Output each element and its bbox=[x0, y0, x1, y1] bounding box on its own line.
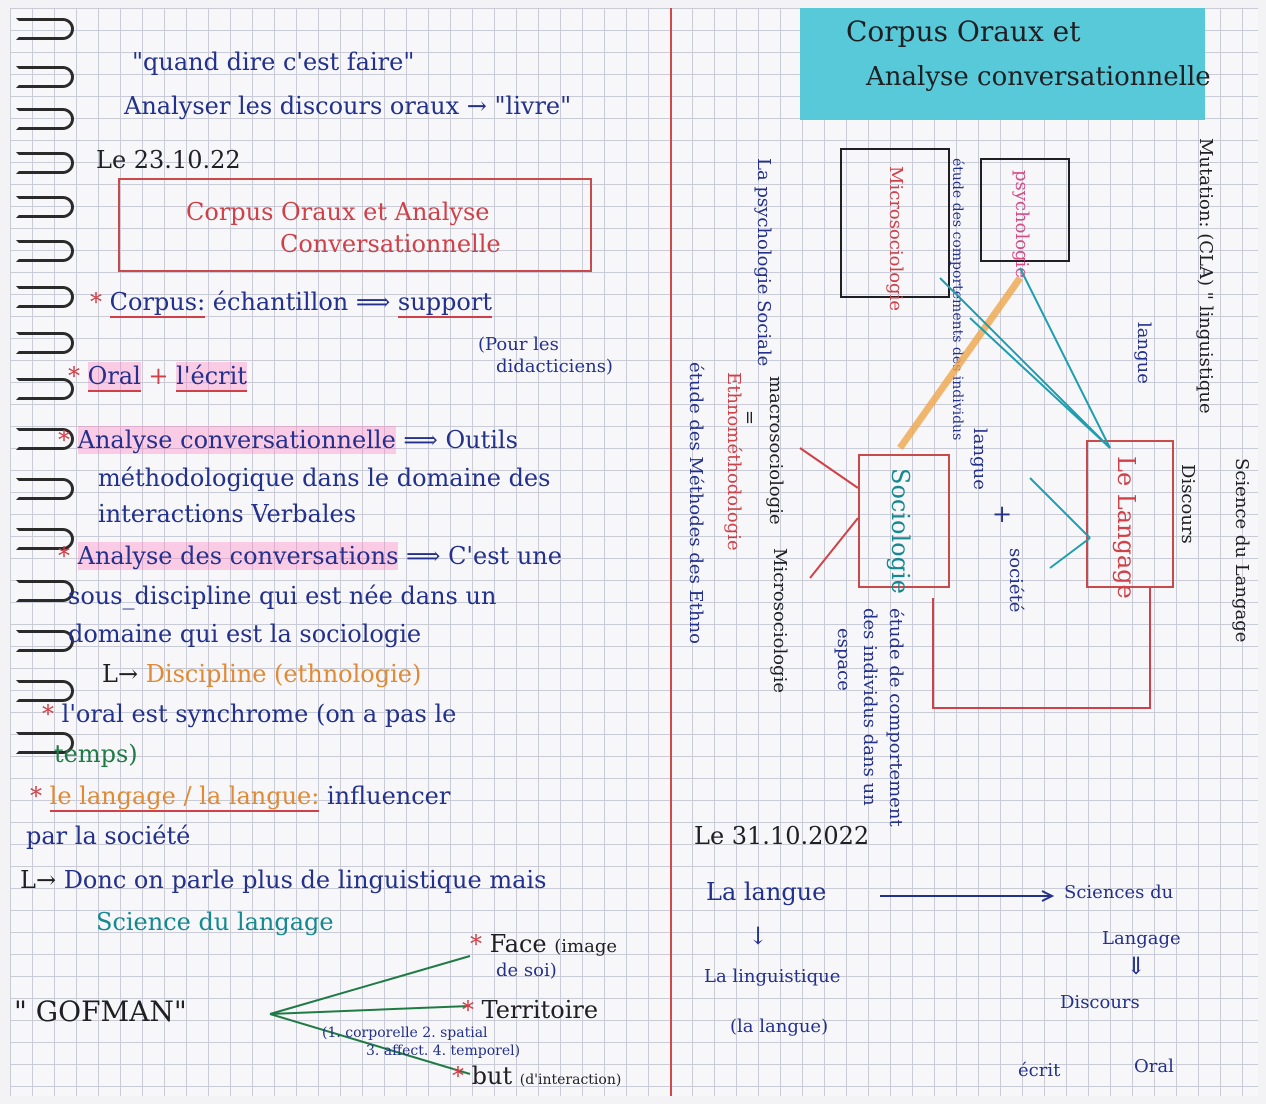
ethnomethodologie-label: Ethnométhodologie bbox=[723, 372, 744, 551]
des-individus: des individus dans un bbox=[859, 608, 880, 806]
psychologie-label: psychologie bbox=[1011, 170, 1032, 278]
etude-methodes-label: étude des Méthodes des Ethno bbox=[685, 362, 706, 644]
oral-sync-text: l'oral est synchrome (on a pas le bbox=[61, 700, 457, 728]
langage-langue-line: * le langage / la langue: influencer bbox=[30, 782, 451, 812]
ecrit-label: l'écrit bbox=[176, 362, 247, 392]
psychologie-sociale: La psychologie Sociale bbox=[753, 158, 774, 367]
didacticiens: didacticiens) bbox=[496, 356, 613, 377]
notebook-page: "quand dire c'est faire" Analyser les di… bbox=[10, 8, 1258, 1096]
mutation-label: Mutation: (CLA) " linguistique bbox=[1195, 138, 1216, 414]
territoire-line: * Territoire bbox=[462, 996, 599, 1024]
title-box: Corpus Oraux et Analyse Conversationnell… bbox=[118, 178, 592, 272]
equals-sign: = bbox=[739, 410, 760, 426]
le-langage-box: Le Langage bbox=[1086, 440, 1174, 599]
science-langage-line: Science du langage bbox=[96, 908, 334, 936]
diagram-arrows bbox=[799, 267, 1151, 709]
sciences-du-label: Sciences du bbox=[1064, 882, 1174, 903]
domaine-line: domaine qui est la sociologie bbox=[68, 620, 422, 648]
territoire-label: Territoire bbox=[481, 996, 599, 1024]
analyse-des-conv-label: Analyse des conversations bbox=[77, 542, 399, 570]
donc-line: L→ Donc on parle plus de linguistique ma… bbox=[20, 868, 546, 892]
date-left: Le 23.10.22 bbox=[96, 146, 241, 174]
date-right: Le 31.10.2022 bbox=[694, 822, 870, 850]
discipline-arrow: L→ bbox=[102, 660, 139, 688]
gofman-label: " GOFMAN" bbox=[14, 995, 187, 1028]
interactions-line: interactions Verbales bbox=[98, 500, 357, 528]
discours2-label: Discours bbox=[1060, 992, 1140, 1013]
oral-ecrit-line: * Oral + l'écrit bbox=[68, 362, 247, 392]
header-line2: Analyse conversationnelle bbox=[866, 62, 1211, 92]
la-langue-paren: (la langue) bbox=[730, 1016, 829, 1037]
langage-label: Langage bbox=[1102, 928, 1181, 949]
langue-vertical: langue bbox=[1133, 322, 1154, 384]
influencer-label: influencer bbox=[326, 782, 451, 810]
arrow-to-sciences bbox=[880, 890, 1055, 902]
pour-les: (Pour les bbox=[478, 334, 559, 355]
temps-line: temps) bbox=[54, 740, 138, 768]
sociologie-box: Sociologie bbox=[858, 454, 950, 594]
corpus-label: Corpus: bbox=[109, 288, 206, 318]
etude-comportement2: étude de comportement bbox=[885, 608, 906, 827]
la-langue-label: La langue bbox=[706, 878, 827, 906]
header-highlight: Corpus Oraux et Analyse conversationnell… bbox=[800, 8, 1211, 120]
title-box-line1: Corpus Oraux et Analyse bbox=[186, 198, 490, 226]
face-line: * Face (image bbox=[470, 930, 618, 958]
sociologie-label: Sociologie bbox=[886, 468, 914, 594]
interaction-label: (d'interaction) bbox=[519, 1072, 622, 1088]
methodologique-line: méthodologique dans le domaine des bbox=[98, 464, 551, 492]
microsociologie-box-label: Microsociologie bbox=[885, 166, 906, 311]
par-la-societe-line: par la société bbox=[26, 822, 191, 850]
territoire-detail1: (1. corporelle 2. spatial bbox=[322, 1025, 488, 1041]
face-label: Face bbox=[489, 930, 547, 958]
title-box-line2: Conversationnelle bbox=[280, 230, 501, 258]
down-arrow-2: ⇓ bbox=[1126, 952, 1147, 980]
discipline-line: L→ Discipline (ethnologie) bbox=[102, 662, 421, 686]
psychologie-box: psychologie bbox=[980, 158, 1070, 278]
discipline-text: Discipline (ethnologie) bbox=[145, 660, 422, 688]
science-du-langage: Science du Langage bbox=[1231, 458, 1252, 643]
cest-une-label: ⟹ C'est une bbox=[406, 542, 562, 570]
oral-sync-line: * l'oral est synchrome (on a pas le bbox=[42, 700, 457, 728]
le-langage-label: Le Langage bbox=[1112, 456, 1140, 599]
analyser-line: Analyser les discours oraux → "livre" bbox=[124, 92, 572, 120]
plus-societe: + bbox=[992, 500, 1013, 528]
oral-label: Oral bbox=[87, 362, 141, 392]
donc-text: Donc on parle plus de linguistique mais bbox=[63, 866, 547, 894]
sous-discipline-line: sous_discipline qui est née dans un bbox=[68, 582, 497, 610]
donc-arrow: L→ bbox=[20, 866, 57, 894]
down-arrow-1: ↓ bbox=[748, 922, 769, 950]
microsociologie-box: Microsociologie bbox=[840, 148, 950, 311]
societe-label: société bbox=[1005, 548, 1026, 613]
corpus-text: échantillon ⟹ bbox=[212, 288, 391, 316]
but-label: but bbox=[471, 1062, 513, 1090]
ecrit2-label: écrit bbox=[1018, 1060, 1061, 1081]
microsociologie-label: Microsociologie bbox=[769, 548, 790, 693]
outils-label: ⟹ Outils bbox=[403, 426, 518, 454]
analyse-conv-line: * Analyse conversationnelle ⟹ Outils bbox=[58, 426, 518, 454]
header-line1: Corpus Oraux et bbox=[846, 15, 1081, 48]
plus-sign: + bbox=[148, 362, 169, 390]
oral2-label: Oral bbox=[1134, 1056, 1174, 1077]
de-soi-label: de soi) bbox=[496, 960, 557, 981]
discours-label: Discours bbox=[1177, 464, 1198, 544]
territoire-detail2: 3. affect. 4. temporel) bbox=[366, 1043, 521, 1059]
espace-label: espace bbox=[833, 628, 854, 691]
corpus-line: * Corpus: échantillon ⟹ support bbox=[90, 288, 492, 318]
macrosociologie-label: macrosociologie bbox=[765, 376, 786, 525]
support-label: support bbox=[397, 288, 492, 318]
gofman-branches bbox=[269, 955, 471, 1075]
la-linguistique-label: La linguistique bbox=[704, 966, 841, 987]
spiral-binding bbox=[10, 8, 74, 1096]
analyse-conv-label: Analyse conversationnelle bbox=[77, 426, 396, 454]
langue-plus-label: langue bbox=[969, 428, 990, 490]
quote-line: "quand dire c'est faire" bbox=[132, 48, 415, 76]
langage-langue-label: le langage / la langue: bbox=[49, 782, 320, 812]
analyse-des-conv-line: * Analyse des conversations ⟹ C'est une bbox=[58, 542, 562, 570]
image-label: (image bbox=[554, 936, 618, 957]
but-line: * but (d'interaction) bbox=[452, 1062, 622, 1090]
